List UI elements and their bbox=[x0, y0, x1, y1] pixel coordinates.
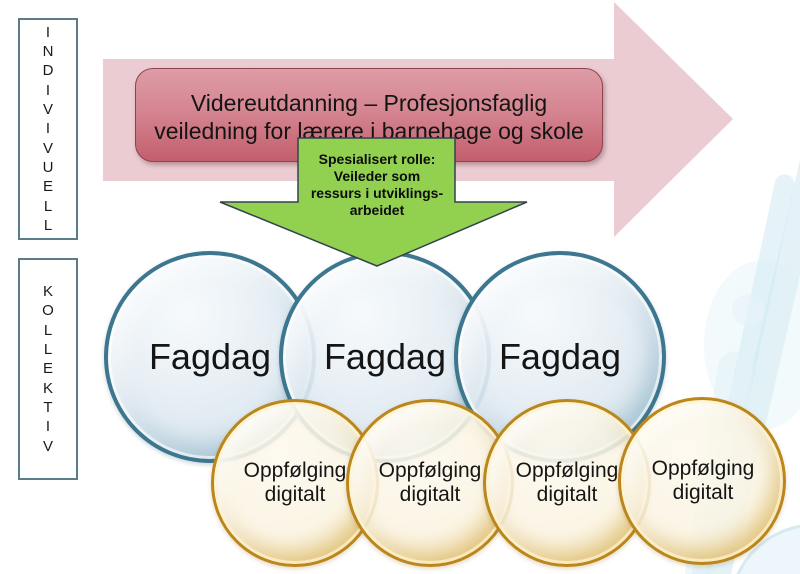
fagdag-label-2: Fagdag bbox=[323, 336, 447, 377]
callout-text: Spesialisert rolle: Veileder som ressurs… bbox=[277, 151, 477, 219]
kollektiv-label: K O L L E K T I V bbox=[42, 283, 54, 455]
individuell-label: I N D I V I V U E L L bbox=[42, 23, 54, 234]
fagdag-label-1: Fagdag bbox=[148, 336, 272, 377]
callout-line-2: Veileder som bbox=[333, 168, 421, 184]
kollektiv-box: K O L L E K T I V bbox=[18, 258, 78, 480]
oppfolging-label-1: Oppfølging digitalt bbox=[243, 459, 347, 506]
title-line-1: Videreutdanning – Profesjonsfaglig bbox=[190, 90, 548, 116]
oppfolging-label-3: Oppfølging digitalt bbox=[515, 459, 619, 506]
callout-line-1: Spesialisert rolle: bbox=[318, 151, 436, 167]
oppfolging-label-4: Oppfølging digitalt bbox=[651, 457, 755, 504]
fagdag-label-3: Fagdag bbox=[498, 336, 622, 377]
small-bubble bbox=[732, 294, 764, 326]
callout-line-4: arbeidet bbox=[349, 202, 405, 218]
title-line-2: veiledning for lærere i barnehage og sko… bbox=[154, 118, 584, 144]
callout-line-3: ressurs i utviklings- bbox=[310, 185, 444, 201]
title-banner: Videreutdanning – Profesjonsfaglig veile… bbox=[135, 68, 603, 162]
oppfolging-label-2: Oppfølging digitalt bbox=[378, 459, 482, 506]
individuell-box: I N D I V I V U E L L bbox=[18, 18, 78, 240]
